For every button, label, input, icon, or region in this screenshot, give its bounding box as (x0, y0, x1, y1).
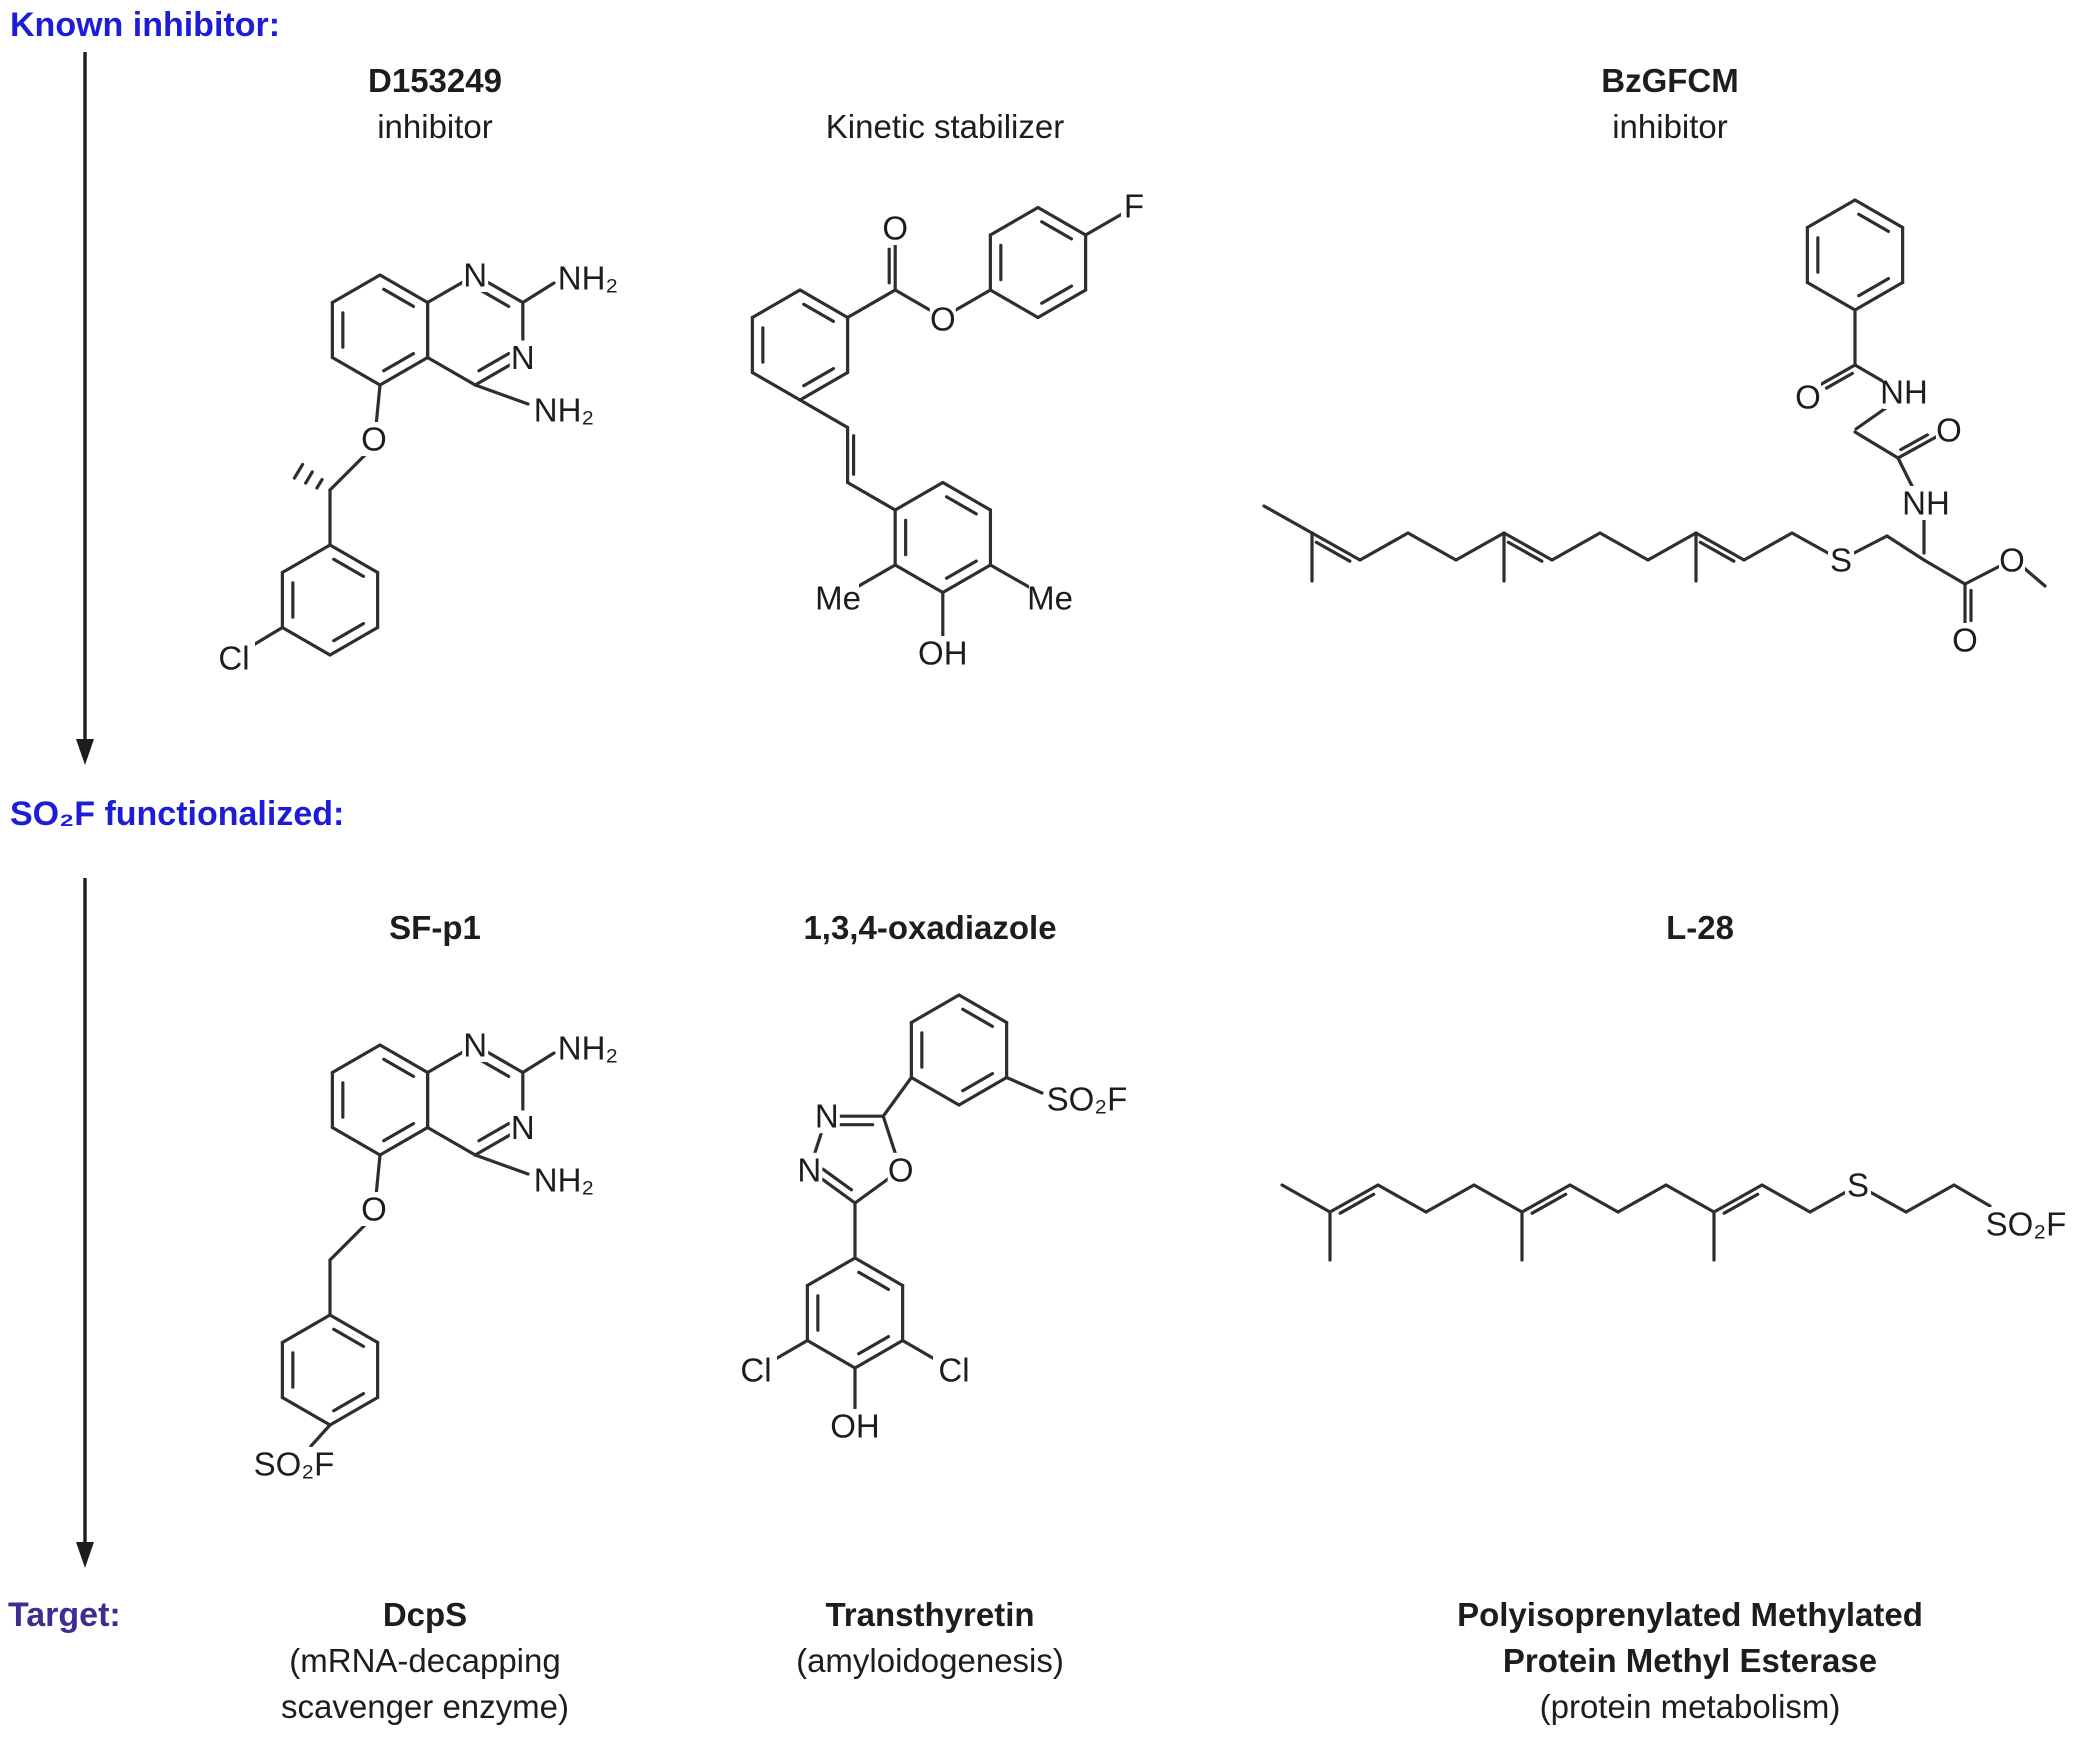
atom-label: N (815, 1098, 839, 1135)
structure-sf-p1: N N NH₂ NH₂ O SO₂F (254, 1027, 619, 1483)
target-dcps: DcpS (mRNA-decapping scavenger enzyme) (215, 1592, 635, 1730)
atom-label: O (930, 301, 956, 338)
target-desc: (amyloidogenesis) (796, 1642, 1064, 1679)
atom-label: O (361, 421, 387, 458)
compound-name: L-28 (1666, 909, 1734, 946)
target-name: Protein Methyl Esterase (1502, 1642, 1878, 1679)
compound-name: SF-p1 (389, 909, 481, 946)
target-name: DcpS (382, 1596, 468, 1633)
down-arrowhead-1 (76, 739, 94, 765)
atom-label: SO₂F (1047, 1081, 1128, 1118)
target-name: Transthyretin (825, 1596, 1035, 1633)
atom-label: N (511, 1109, 535, 1146)
so2f-functionalized-heading: SO₂F functionalized: (10, 795, 345, 833)
atom-label: Me (815, 580, 861, 617)
compound-title-sf-p1: SF-p1 (235, 905, 635, 951)
atom-label: O (1952, 622, 1978, 659)
atom-label: Cl (218, 640, 249, 677)
atom-label: NH (1902, 485, 1950, 522)
atom-label: N (797, 1151, 821, 1188)
target-transthyretin: Transthyretin (amyloidogenesis) (680, 1592, 1180, 1684)
compound-title-oxadiazole: 1,3,4-oxadiazole (680, 905, 1180, 951)
target-desc: (protein metabolism) (1539, 1688, 1841, 1725)
atom-label: Cl (938, 1352, 969, 1389)
atom-label: N (463, 1027, 487, 1064)
atom-label: O (1795, 379, 1821, 416)
atom-label: NH₂ (534, 1162, 594, 1199)
atom-label: N (463, 257, 487, 294)
atom-label: NH₂ (534, 392, 594, 429)
atom-label: SO₂F (254, 1446, 335, 1483)
target-name: Polyisoprenylated Methylated (1457, 1596, 1923, 1633)
atom-label: OH (918, 635, 968, 672)
atom-label: O (361, 1191, 387, 1228)
atom-label: NH₂ (558, 1030, 618, 1067)
target-heading: Target: (8, 1596, 121, 1634)
atom-label: NH (1880, 374, 1928, 411)
atom-label: NH₂ (558, 260, 618, 297)
atom-label: Cl (740, 1352, 771, 1389)
compound-title-l-28: L-28 (1450, 905, 1950, 951)
known-inhibitor-heading: Known inhibitor: (10, 6, 281, 44)
atom-label: O (888, 1151, 914, 1188)
compound-role: inhibitor (377, 108, 493, 145)
atom-label: O (882, 210, 908, 247)
atom-label: F (1124, 188, 1144, 225)
down-arrowhead-2 (76, 1542, 94, 1568)
atom-label: O (1936, 412, 1962, 449)
target-desc: scavenger enzyme) (281, 1688, 569, 1725)
structure-d153249: N N NH₂ NH₂ O Cl (213, 257, 618, 677)
atom-label: S (1830, 542, 1852, 579)
atom-label: S (1847, 1167, 1869, 1204)
atom-label: SO₂F (1986, 1206, 2067, 1243)
atom-label: OH (830, 1408, 880, 1445)
compound-title-bzgfcm: BzGFCM inhibitor (1420, 58, 1920, 150)
compound-name: 1,3,4-oxadiazole (803, 909, 1057, 946)
target-pmpmease: Polyisoprenylated Methylated Protein Met… (1380, 1592, 2000, 1730)
target-desc: (mRNA-decapping (289, 1642, 561, 1679)
compound-role: inhibitor (1612, 108, 1728, 145)
compound-title-d153249: D153249 inhibitor (235, 58, 635, 150)
compound-title-kinetic-stabilizer: Kinetic stabilizer (695, 58, 1195, 150)
atom-label: O (1999, 542, 2025, 579)
atom-label: N (511, 339, 535, 376)
structure-l-28: S SO₂F (1280, 1167, 2067, 1262)
compound-name (695, 58, 1195, 104)
compound-role: Kinetic stabilizer (825, 108, 1065, 145)
atom-label: Me (1027, 580, 1073, 617)
compound-name: D153249 (368, 62, 502, 99)
compound-name: BzGFCM (1601, 62, 1739, 99)
